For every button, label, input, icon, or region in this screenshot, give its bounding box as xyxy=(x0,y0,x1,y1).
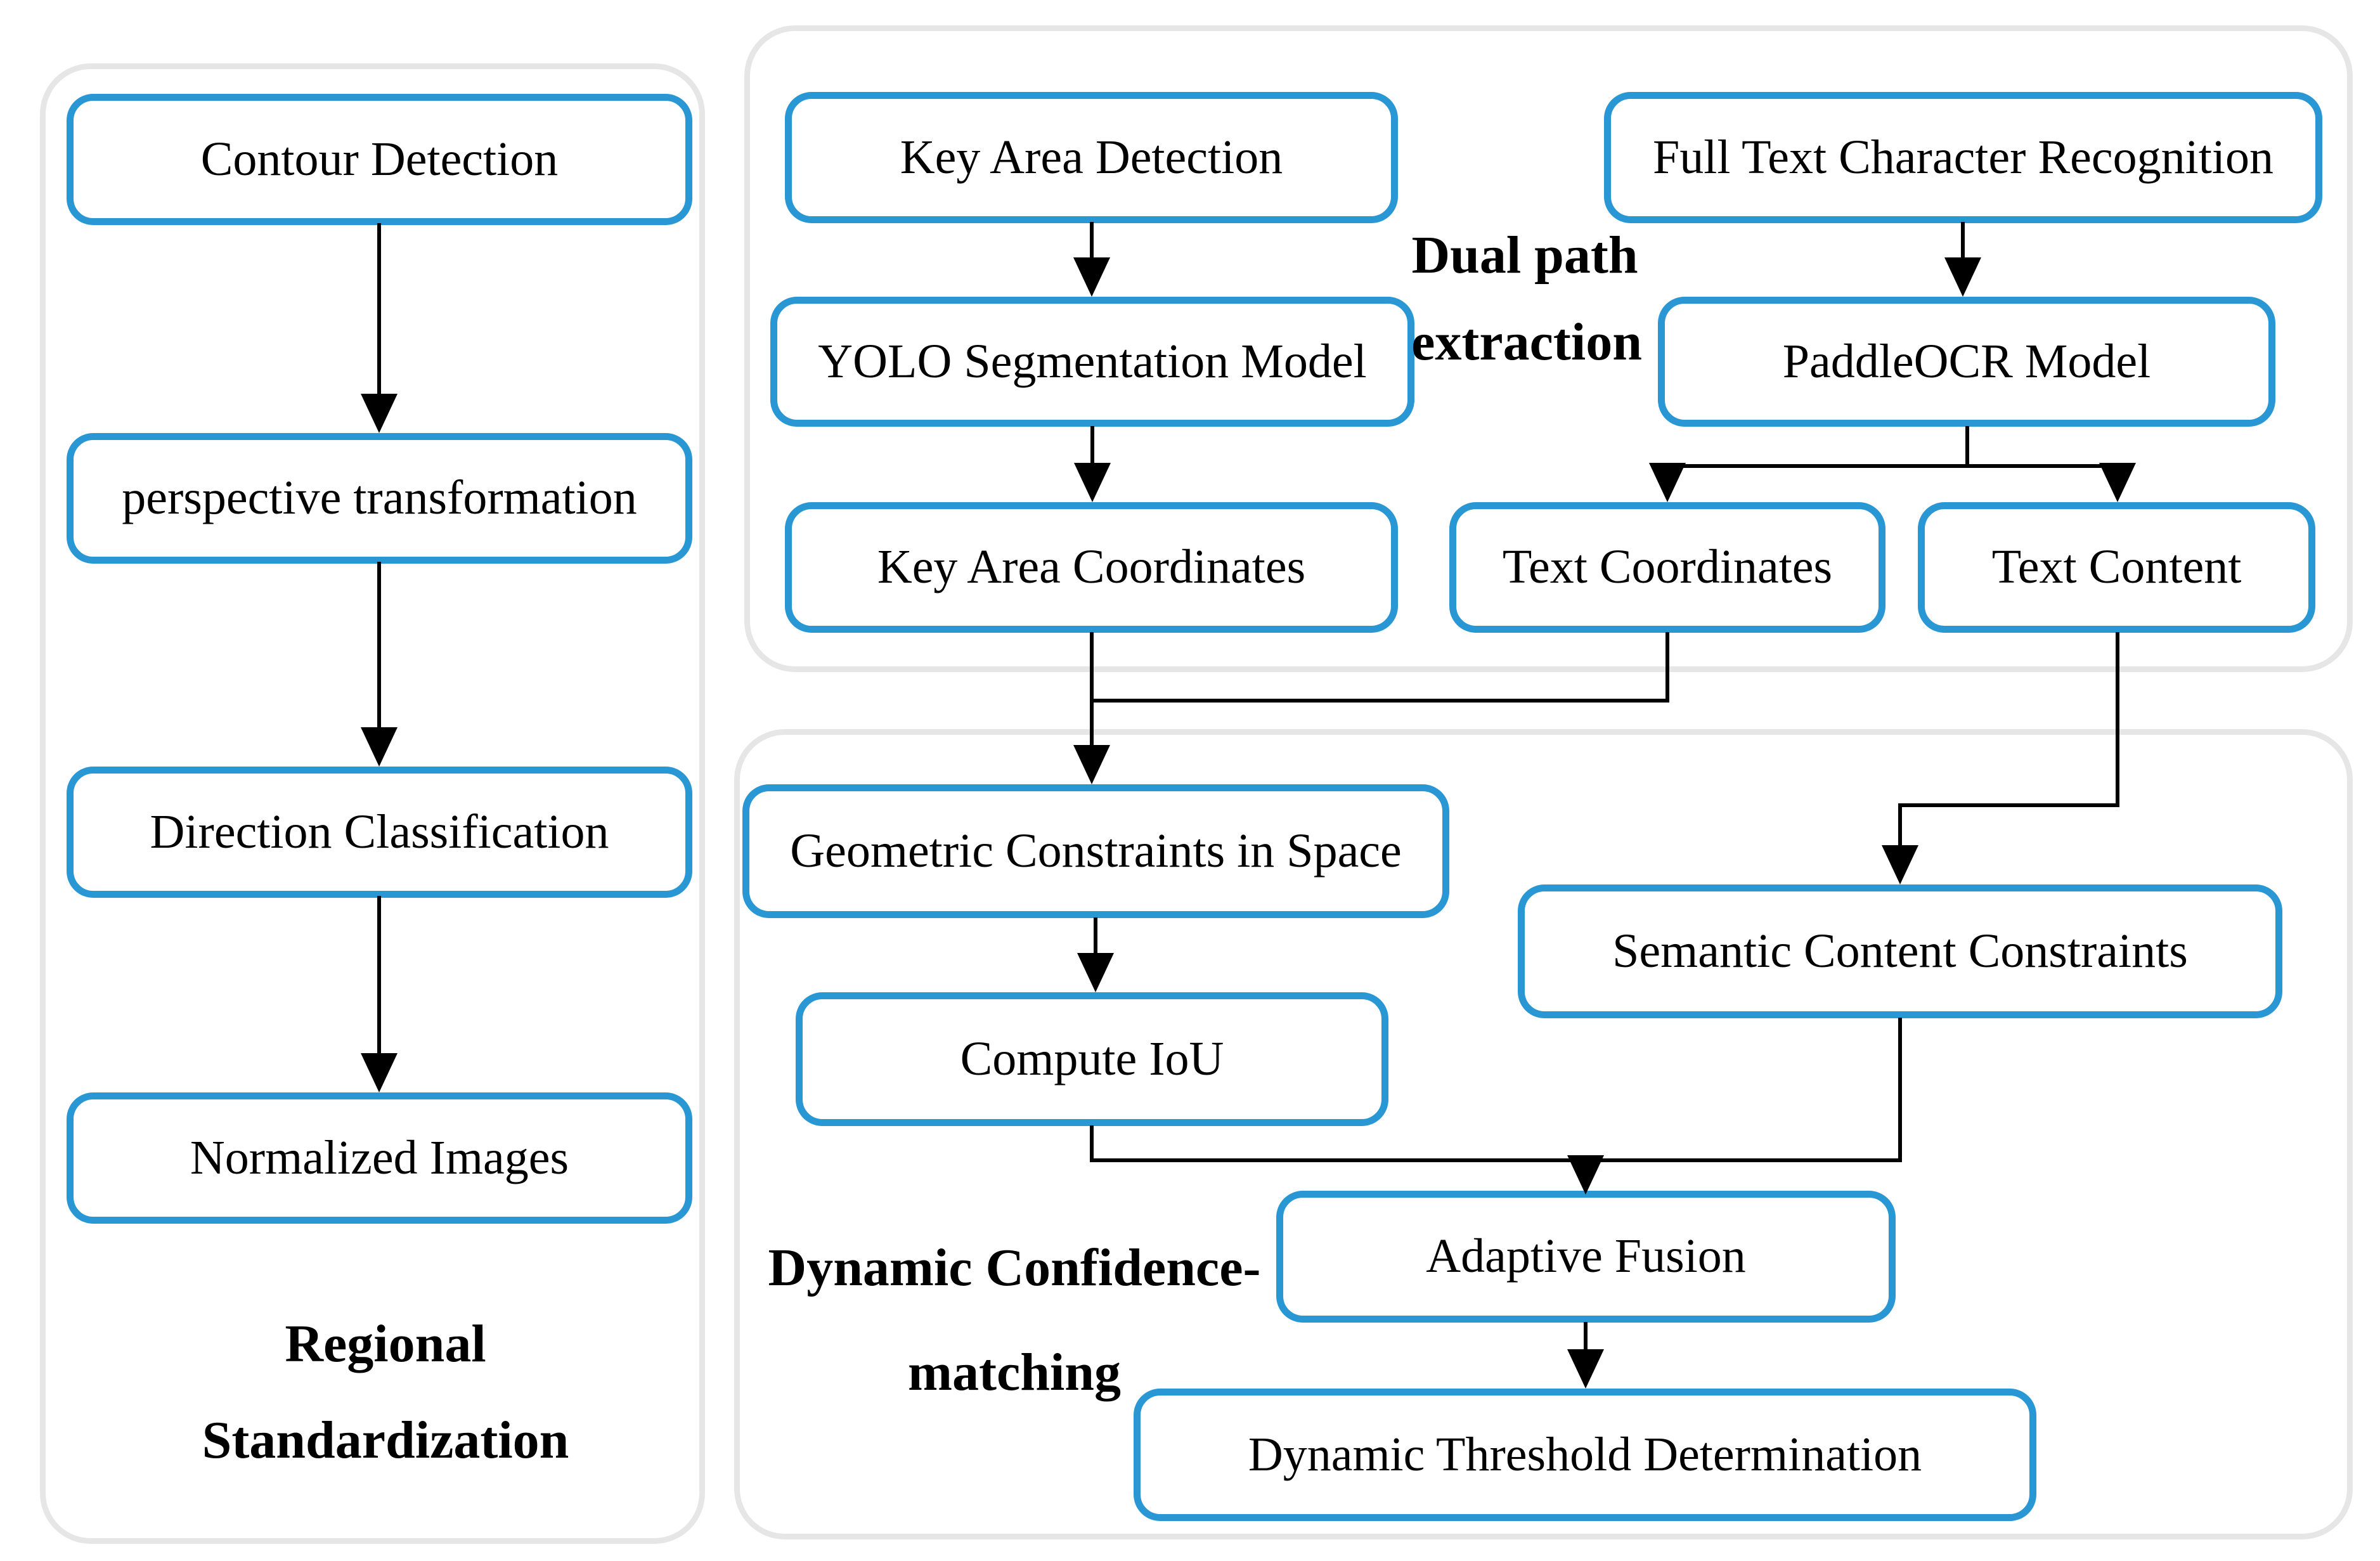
label-extraction: extraction xyxy=(1411,313,1642,372)
edge-geometric-to-iou xyxy=(1094,917,1097,954)
edge-textcontent-elbow xyxy=(1898,803,2119,807)
label-standardization: Standardization xyxy=(202,1411,569,1470)
edge-semantic-down xyxy=(1898,1018,1902,1162)
node-direction-classification: Direction Classification xyxy=(67,767,692,898)
node-paddleocr-model: PaddleOCR Model xyxy=(1658,297,2275,427)
node-semantic-content-constraints: Semantic Content Constraints xyxy=(1518,884,2282,1018)
edge-perspective-to-direction xyxy=(377,562,381,729)
node-contour-detection: Contour Detection xyxy=(67,94,692,225)
arrowhead-dynamic-threshold xyxy=(1567,1349,1604,1389)
node-key-area-detection: Key Area Detection xyxy=(785,92,1398,223)
arrowhead-direction xyxy=(361,727,398,767)
node-adaptive-fusion: Adaptive Fusion xyxy=(1276,1191,1896,1323)
edge-fusion-to-threshold xyxy=(1584,1322,1588,1350)
arrowhead-semantic xyxy=(1882,845,1918,884)
node-text-coordinates: Text Coordinates xyxy=(1449,502,1885,633)
edge-contour-to-perspective xyxy=(377,223,381,396)
node-geometric-constraints: Geometric Constraints in Space xyxy=(742,784,1449,918)
label-regional: Regional xyxy=(285,1314,486,1373)
arrowhead-geometric xyxy=(1073,745,1110,784)
arrowhead-perspective xyxy=(361,394,398,433)
arrowhead-textcoordinates xyxy=(1649,463,1686,502)
node-normalized-images: Normalized Images xyxy=(67,1092,692,1224)
edge-fulltext-to-paddleocr xyxy=(1961,222,1965,260)
edge-textcoordinates-down xyxy=(1665,632,1669,703)
node-perspective-transformation: perspective transformation xyxy=(67,433,692,564)
edge-to-semantic xyxy=(1898,805,1902,846)
node-text-content: Text Content xyxy=(1918,502,2315,633)
arrowhead-paddleocr xyxy=(1944,257,1981,297)
edge-direction-to-normalized xyxy=(377,896,381,1055)
node-compute-iou: Compute IoU xyxy=(796,992,1388,1126)
node-dynamic-threshold-determination: Dynamic Threshold Determination xyxy=(1134,1389,2036,1521)
arrowhead-normalized xyxy=(361,1053,398,1092)
edge-yolo-to-keyareacoords xyxy=(1090,426,1094,465)
edge-fusion-junction xyxy=(1090,1158,1902,1162)
edge-textcontent-down xyxy=(2116,632,2119,807)
node-key-area-coordinates: Key Area Coordinates xyxy=(785,502,1398,633)
arrowhead-iou xyxy=(1077,953,1114,992)
arrowhead-adaptive-fusion xyxy=(1567,1155,1604,1195)
edge-keyareadetection-to-yolo xyxy=(1090,222,1094,260)
label-matching: matching xyxy=(908,1343,1121,1402)
arrowhead-yolo xyxy=(1073,257,1110,297)
edge-join-coordinates xyxy=(1090,699,1669,703)
label-dual-path: Dual path xyxy=(1411,226,1638,285)
arrowhead-textcontent xyxy=(2099,463,2136,502)
node-full-text-character-recognition: Full Text Character Recognition xyxy=(1604,92,2322,223)
edge-keyareacoords-down xyxy=(1090,632,1094,746)
edge-paddleocr-split-stem xyxy=(1965,426,1969,468)
node-yolo-segmentation-model: YOLO Segmentation Model xyxy=(770,297,1414,427)
edge-iou-down xyxy=(1090,1125,1094,1162)
arrowhead-keyareacoords xyxy=(1074,463,1111,502)
edge-paddleocr-split-bar xyxy=(1665,464,2119,468)
label-dynamic-confidence: Dynamic Confidence- xyxy=(768,1238,1261,1297)
